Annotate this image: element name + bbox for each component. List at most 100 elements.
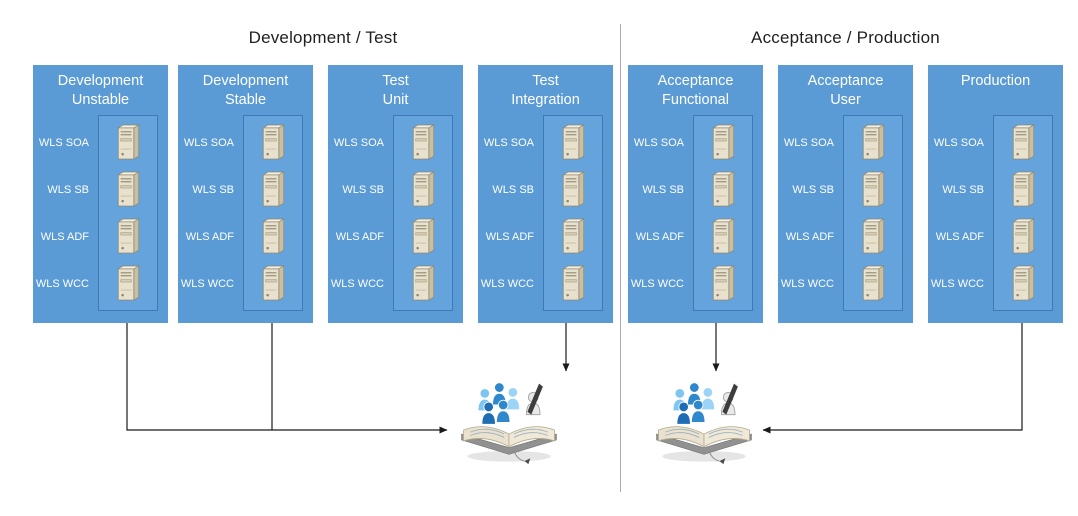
- server-rows: WLS SOA WLS SB: [328, 119, 463, 307]
- server-label: WLS SOA: [183, 136, 234, 149]
- environment-box-test-integration: Test Integration WLS SOA WLS SB: [478, 65, 613, 323]
- server-tower-icon: [993, 124, 1053, 161]
- environment-title: Test Integration: [511, 73, 580, 109]
- directory-book-people-icon-acc-prod: [650, 374, 758, 466]
- server-label: WLS WCC: [780, 277, 834, 290]
- server-label: WLS SB: [642, 183, 684, 196]
- environment-title: Production: [960, 73, 1031, 89]
- server-rows: WLS SOA WLS SB: [33, 119, 168, 307]
- server-tower-icon: [843, 218, 903, 255]
- server-label: WLS SOA: [933, 136, 984, 149]
- server-rows: WLS SOA WLS SB: [778, 119, 913, 307]
- server-tower-icon: [393, 171, 453, 208]
- server-tower-icon: [243, 171, 303, 208]
- server-label: WLS WCC: [930, 277, 984, 290]
- server-row: WLS SB: [478, 166, 613, 213]
- server-row: WLS ADF: [478, 213, 613, 260]
- server-row: WLS WCC: [178, 260, 313, 307]
- server-tower-icon: [843, 265, 903, 302]
- server-tower-icon: [993, 265, 1053, 302]
- server-row: WLS SOA: [628, 119, 763, 166]
- server-row: WLS WCC: [628, 260, 763, 307]
- environment-box-test-unit: Test Unit WLS SOA WLS SB: [328, 65, 463, 323]
- server-label: WLS SOA: [633, 136, 684, 149]
- server-label: WLS SB: [942, 183, 984, 196]
- server-label: WLS WCC: [330, 277, 384, 290]
- server-row: WLS SOA: [928, 119, 1063, 166]
- environment-box-production: Production WLS SOA WLS SB: [928, 65, 1063, 323]
- directory-book-people-icon-dev-test: [455, 374, 563, 466]
- server-row: WLS SB: [778, 166, 913, 213]
- server-row: WLS ADF: [328, 213, 463, 260]
- server-row: WLS ADF: [33, 213, 168, 260]
- server-row: WLS SB: [928, 166, 1063, 213]
- server-row: WLS SB: [178, 166, 313, 213]
- section-divider-line: [620, 24, 621, 492]
- server-tower-icon: [993, 171, 1053, 208]
- server-label: WLS SOA: [333, 136, 384, 149]
- server-rows: WLS SOA WLS SB: [478, 119, 613, 307]
- server-label: WLS ADF: [485, 230, 534, 243]
- server-tower-icon: [693, 265, 753, 302]
- server-row: WLS SOA: [33, 119, 168, 166]
- server-tower-icon: [693, 218, 753, 255]
- server-label: WLS SB: [342, 183, 384, 196]
- server-label: WLS ADF: [635, 230, 684, 243]
- server-label: WLS ADF: [40, 230, 89, 243]
- environment-box-acceptance-functional: Acceptance Functional WLS SOA WLS SB: [628, 65, 763, 323]
- server-row: WLS WCC: [778, 260, 913, 307]
- server-row: WLS ADF: [778, 213, 913, 260]
- server-tower-icon: [98, 171, 158, 208]
- server-row: WLS WCC: [328, 260, 463, 307]
- server-label: WLS WCC: [480, 277, 534, 290]
- server-row: WLS SB: [33, 166, 168, 213]
- server-label: WLS SB: [47, 183, 89, 196]
- server-tower-icon: [243, 218, 303, 255]
- server-tower-icon: [243, 124, 303, 161]
- server-tower-icon: [543, 171, 603, 208]
- environment-title: Acceptance Functional: [657, 73, 734, 109]
- server-row: WLS SOA: [478, 119, 613, 166]
- server-label: WLS SB: [792, 183, 834, 196]
- server-label: WLS SB: [192, 183, 234, 196]
- server-row: WLS WCC: [478, 260, 613, 307]
- section-header-dev-test: Development / Test: [248, 28, 398, 47]
- environment-box-development-unstable: Development Unstable WLS SOA WLS SB: [33, 65, 168, 323]
- server-row: WLS ADF: [628, 213, 763, 260]
- server-label: WLS ADF: [185, 230, 234, 243]
- server-tower-icon: [693, 171, 753, 208]
- server-label: WLS ADF: [935, 230, 984, 243]
- server-tower-icon: [843, 124, 903, 161]
- server-row: WLS SOA: [178, 119, 313, 166]
- server-tower-icon: [243, 265, 303, 302]
- server-label: WLS SB: [492, 183, 534, 196]
- environment-title: Development Unstable: [57, 73, 144, 109]
- server-tower-icon: [98, 265, 158, 302]
- section-header-acceptance-production: Acceptance / Production: [751, 28, 940, 47]
- environment-title: Test Unit: [382, 73, 409, 109]
- server-label: WLS SOA: [783, 136, 834, 149]
- environment-box-development-stable: Development Stable WLS SOA WLS SB: [178, 65, 313, 323]
- environment-title: Development Stable: [202, 73, 289, 109]
- server-row: WLS SB: [628, 166, 763, 213]
- server-tower-icon: [393, 265, 453, 302]
- server-label: WLS WCC: [35, 277, 89, 290]
- server-label: WLS ADF: [785, 230, 834, 243]
- server-tower-icon: [843, 171, 903, 208]
- server-row: WLS ADF: [178, 213, 313, 260]
- server-rows: WLS SOA WLS SB: [928, 119, 1063, 307]
- server-row: WLS WCC: [928, 260, 1063, 307]
- arrow-dev-unstable-to-directory: [126, 323, 448, 434]
- server-tower-icon: [543, 265, 603, 302]
- server-row: WLS SB: [328, 166, 463, 213]
- server-rows: WLS SOA WLS SB: [628, 119, 763, 307]
- server-row: WLS ADF: [928, 213, 1063, 260]
- server-tower-icon: [693, 124, 753, 161]
- server-label: WLS SOA: [483, 136, 534, 149]
- server-rows: WLS SOA WLS SB: [178, 119, 313, 307]
- server-tower-icon: [393, 124, 453, 161]
- server-row: WLS SOA: [328, 119, 463, 166]
- server-row: WLS SOA: [778, 119, 913, 166]
- environment-box-acceptance-user: Acceptance User WLS SOA WLS SB: [778, 65, 913, 323]
